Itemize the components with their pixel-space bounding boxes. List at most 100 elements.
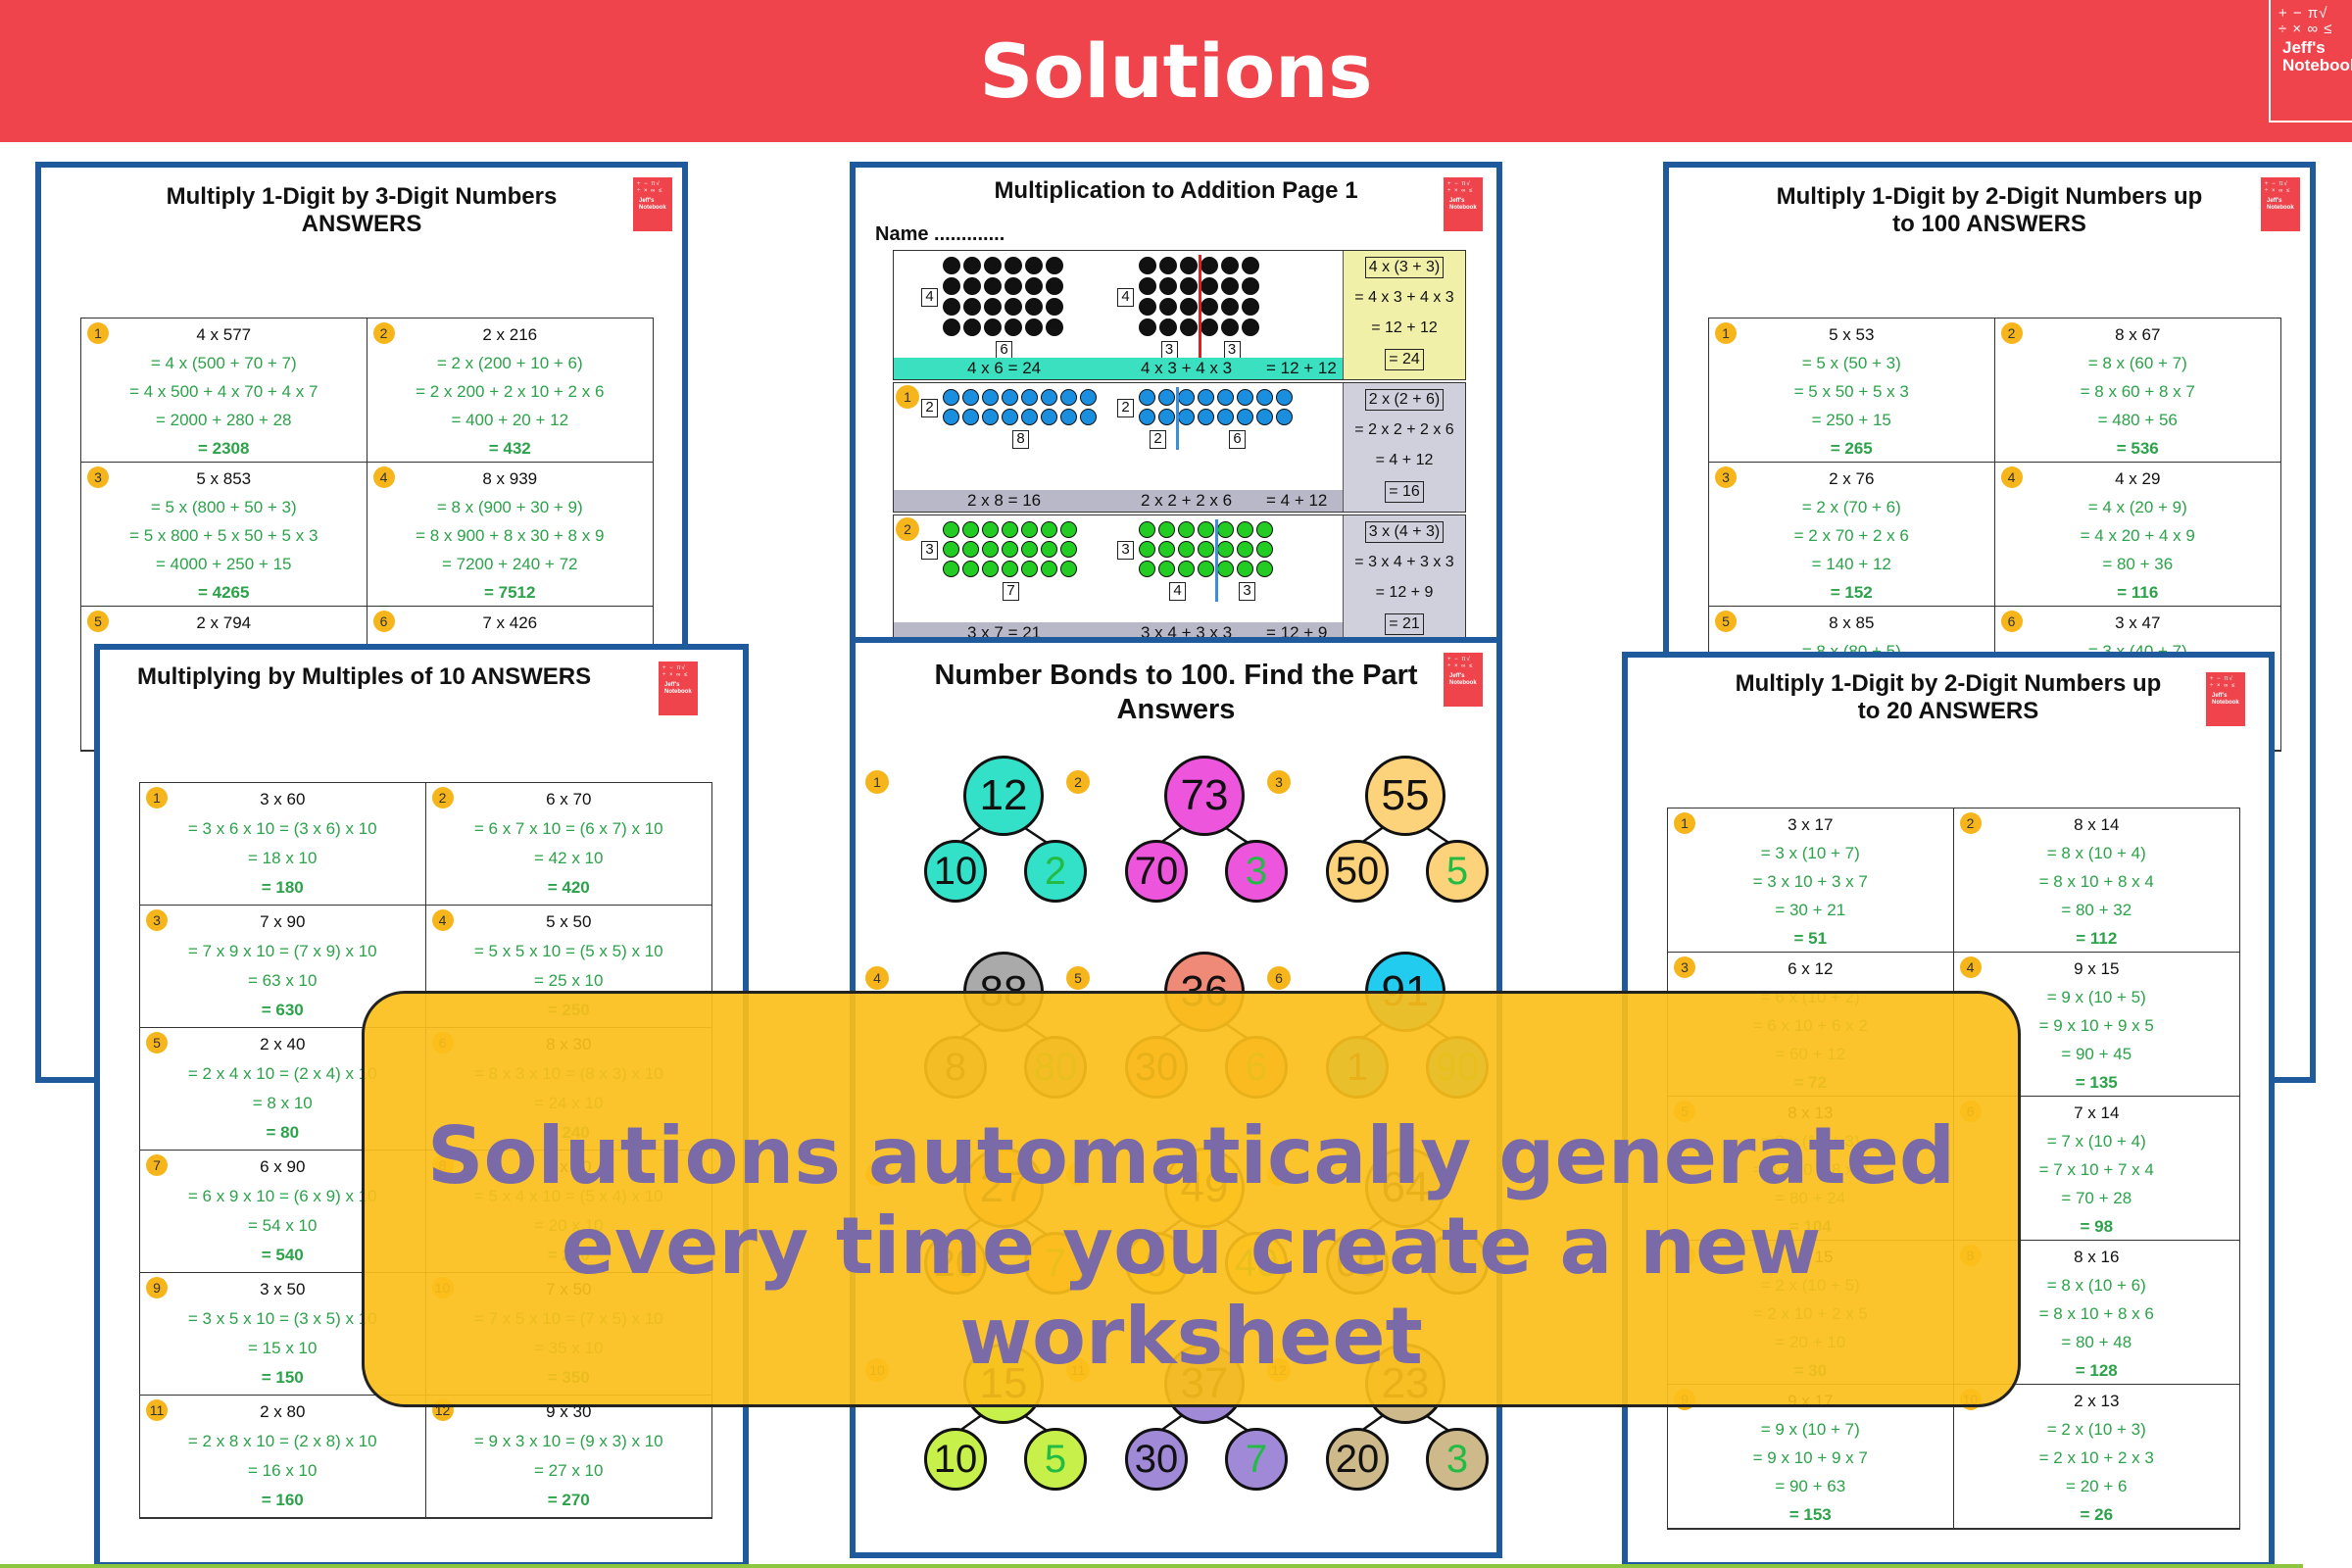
question-number-badge: 4 (2000, 466, 2023, 488)
working-step: = 6 x 7 x 10 = (6 x 7) x 10 (473, 819, 663, 838)
array-dot (943, 521, 959, 538)
working-step: = 6 x 9 x 10 = (6 x 9) x 10 (187, 1187, 377, 1205)
question-number-badge: 1 (1715, 322, 1737, 344)
array-dot (1021, 521, 1038, 538)
array-dot (943, 277, 960, 295)
array-dot (1242, 318, 1259, 336)
title-banner (0, 0, 2352, 142)
sum-bar: 4 x 6 = 24 4 x 3 + 4 x 3 = 12 + 12 (894, 358, 1465, 379)
bond-part-b: 3 (1225, 840, 1288, 903)
distributive-panel: 2 x (2 + 6)= 2 x 2 + 2 x 6= 4 + 12= 16 (1343, 383, 1465, 512)
panel-line: 2 x (2 + 6) (1344, 383, 1465, 415)
final-answer: = 51 (1793, 929, 1828, 948)
question-number-badge: 3 (1715, 466, 1737, 488)
working-step: = 90 + 63 (1775, 1477, 1846, 1495)
panel-line: = 2 x 2 + 2 x 6 (1344, 415, 1465, 445)
array-dot (962, 521, 979, 538)
working-step: = 250 + 15 (1811, 411, 1891, 429)
final-answer: = 80 (266, 1123, 300, 1142)
working-step: = 9 x (10 + 7) (1760, 1420, 1860, 1439)
overlay-message: Solutions automatically generated every … (365, 1111, 2018, 1382)
sum-text: 4 x 3 + 4 x 3 (1141, 359, 1233, 377)
worksheet-title: Multiplication to Addition Page 1 (994, 177, 1358, 204)
bond-number-badge: 5 (1066, 966, 1090, 990)
working-step: = 80 + 48 (2061, 1333, 2132, 1351)
jeffs-notebook-logo: + − π√ ÷ × ∞ ≤ Jeff's Notebook (2269, 0, 2352, 122)
array-dot (943, 318, 960, 336)
overlay-callout: Solutions automatically generated every … (362, 991, 2021, 1407)
logo-line-1: Jeff's (639, 198, 655, 204)
working-step: = 80 + 32 (2061, 901, 2132, 919)
bond-number-badge: 1 (865, 770, 889, 794)
question-text: 2 x 13 (2074, 1392, 2120, 1410)
question-text: 9 x 15 (2074, 959, 2120, 978)
part-2-box: 3 (1239, 582, 1255, 601)
banner-title: Solutions (979, 27, 1373, 115)
panel-line: = 4 + 12 (1344, 445, 1465, 475)
question-text: 5 x 50 (546, 912, 592, 931)
panel-line: = 4 x 3 + 4 x 3 (1344, 282, 1465, 313)
question-number-badge: 6 (2000, 611, 2023, 632)
final-answer: = 98 (2080, 1217, 2114, 1236)
working-step: = 8 x (10 + 4) (2046, 844, 2146, 862)
panel-text: = 12 + 9 (1375, 584, 1434, 601)
working-step: = 4 x 500 + 4 x 70 + 4 x 7 (129, 382, 318, 401)
sum-text: 4 x 6 = 24 (967, 359, 1042, 377)
panel-text: = 12 + 12 (1371, 319, 1438, 336)
panel-line: = 21 (1344, 608, 1465, 639)
array-dot (1180, 257, 1198, 274)
array-dot (1002, 521, 1018, 538)
array-dot (1139, 298, 1156, 316)
working-step: = 9 x (10 + 5) (2046, 988, 2146, 1006)
logo-line-1: Jeff's (1449, 198, 1465, 204)
array-dot (963, 277, 981, 295)
logo-line-2: Notebook (664, 689, 692, 695)
question-text: 4 x 29 (2115, 469, 2161, 488)
array-dot (1080, 409, 1097, 425)
logo-line-2: Notebook (1449, 680, 1477, 686)
array-dot (1198, 389, 1214, 406)
logo-line-2: Notebook (1449, 205, 1477, 211)
bond-part-a: 50 (1326, 840, 1389, 903)
array-dot (1158, 521, 1175, 538)
question-text: 2 x 794 (196, 613, 252, 632)
row-count-box: 4 (1117, 288, 1134, 307)
array-dot (1159, 277, 1177, 295)
array-dot (1198, 541, 1214, 558)
array-dot (1178, 521, 1195, 538)
question-text: 7 x 90 (260, 912, 306, 931)
bond-part-a: 10 (924, 1428, 987, 1491)
question-text: 6 x 90 (260, 1157, 306, 1176)
panel-line: = 12 + 12 (1344, 313, 1465, 343)
panel-text: = 2 x 2 + 2 x 6 (1354, 421, 1454, 438)
working-step: = 3 x 5 x 10 = (3 x 5) x 10 (187, 1309, 377, 1328)
question-number-badge: 5 (1715, 611, 1737, 632)
working-step: = 2 x 4 x 10 = (2 x 4) x 10 (187, 1064, 377, 1083)
question-number-badge: 11 (146, 1399, 168, 1421)
logo-line-1: Jeff's (664, 682, 680, 688)
panel-text: 3 x (4 + 3) (1364, 521, 1445, 543)
working-step: = 5 x 5 x 10 = (5 x 5) x 10 (473, 942, 663, 960)
array-dot (1060, 541, 1077, 558)
array-dot (982, 541, 999, 558)
final-answer: = 7512 (484, 583, 536, 602)
array-dot (1158, 409, 1175, 425)
row-count-box: 3 (1117, 541, 1134, 560)
sum-text: = 12 + 12 (1266, 359, 1337, 377)
question-text: 6 x 12 (1788, 959, 1834, 978)
final-answer: = 2308 (198, 439, 250, 458)
array-dot (1002, 389, 1018, 406)
question-text: 8 x 16 (2074, 1248, 2120, 1266)
working-step: = 27 x 10 (534, 1461, 604, 1480)
bond-part-b: 2 (1024, 840, 1087, 903)
array-dot (984, 318, 1002, 336)
array-dot (1139, 318, 1156, 336)
logo-math-symbols: + − π√ ÷ × ∞ ≤ (2210, 676, 2236, 689)
array-dot (962, 389, 979, 406)
